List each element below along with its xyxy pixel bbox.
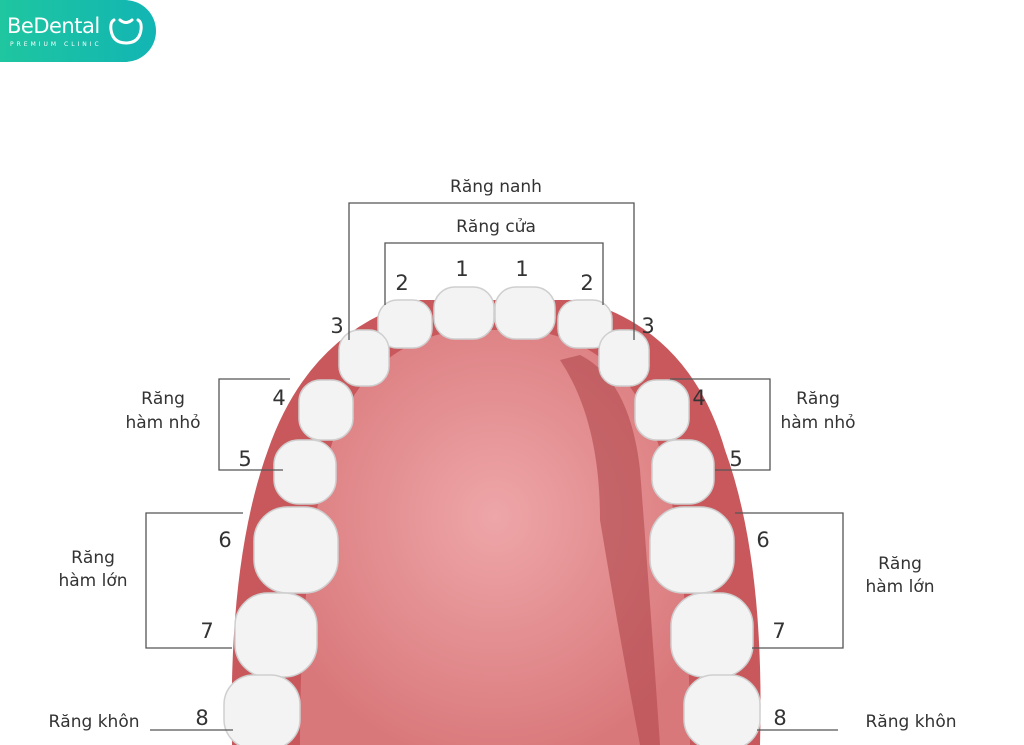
logo-tagline: PREMIUM CLINIC <box>10 41 102 48</box>
label-molar-left-1: Răng <box>71 548 115 568</box>
molar-right-bracket <box>735 512 844 649</box>
tooth-molar-7-right <box>670 592 754 678</box>
canine-bracket <box>348 202 635 340</box>
tooth-molar-6-right <box>649 506 735 594</box>
label-premolar-left-2: hàm nhỏ <box>125 413 200 433</box>
label-premolar-left-1: Răng <box>141 389 185 409</box>
number-8-right: 8 <box>773 706 786 730</box>
number-4-left: 4 <box>272 386 285 410</box>
number-2-left: 2 <box>395 271 408 295</box>
premolar-left-bracket <box>218 378 290 471</box>
number-3-left: 3 <box>330 314 343 338</box>
tooth-incisor-2-left <box>377 299 433 349</box>
tooth-molar-6-left <box>253 506 339 594</box>
palate-shadow <box>560 355 660 745</box>
number-7-right: 7 <box>772 619 785 643</box>
label-premolar-right-1: Răng <box>796 389 840 409</box>
tooth-premolar-4-left <box>298 379 354 441</box>
number-8-left: 8 <box>195 706 208 730</box>
premolar-right-bracket <box>670 378 771 471</box>
number-6-right: 6 <box>756 528 769 552</box>
label-premolar-right-2: hàm nhỏ <box>780 413 855 433</box>
label-molar-left-2: hàm lớn <box>58 571 127 591</box>
number-1-right: 1 <box>515 257 528 281</box>
molar-left-bracket <box>145 512 243 649</box>
smile-tooth-icon <box>109 18 143 45</box>
tooth-canine-left <box>338 329 390 387</box>
incisor-bracket <box>384 242 604 305</box>
tooth-canine-right <box>598 329 650 387</box>
label-molar-right-1: Răng <box>878 554 922 574</box>
number-7-left: 7 <box>200 619 213 643</box>
tooth-premolar-5-left <box>273 439 337 505</box>
number-5-left: 5 <box>238 447 251 471</box>
number-2-right: 2 <box>580 271 593 295</box>
tooth-incisor-1-left <box>433 286 495 340</box>
label-molar-right-2: hàm lớn <box>865 577 934 597</box>
tooth-wisdom-8-left <box>223 674 301 745</box>
number-1-left: 1 <box>455 257 468 281</box>
tooth-premolar-4-right <box>634 379 690 441</box>
label-canine: Răng nanh <box>450 177 542 197</box>
bedental-logo: BeDental PREMIUM CLINIC <box>0 0 156 62</box>
tooth-premolar-5-right <box>651 439 715 505</box>
number-6-left: 6 <box>218 528 231 552</box>
label-incisor: Răng cửa <box>456 217 536 237</box>
number-3-right: 3 <box>641 314 654 338</box>
number-5-right: 5 <box>729 447 742 471</box>
label-wisdom-right: Răng khôn <box>866 712 957 732</box>
logo-brand: BeDental <box>7 14 100 38</box>
tooth-wisdom-8-right <box>683 674 761 745</box>
label-wisdom-left: Răng khôn <box>49 712 140 732</box>
tooth-incisor-1-right <box>494 286 556 340</box>
number-4-right: 4 <box>692 386 705 410</box>
tooth-molar-7-left <box>234 592 318 678</box>
tooth-incisor-2-right <box>557 299 613 349</box>
